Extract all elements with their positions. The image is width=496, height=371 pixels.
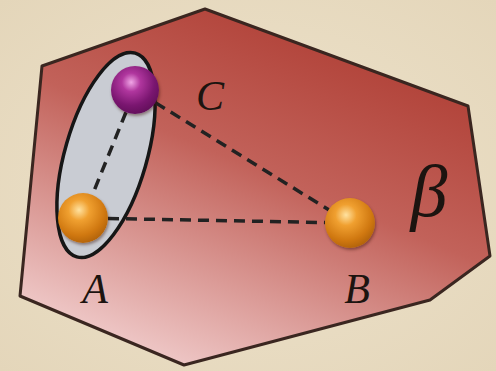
particle-ball: C: [111, 66, 159, 114]
particle-ball: B: [325, 198, 375, 248]
region-label: β: [396, 152, 462, 230]
dashed-bond: [92, 112, 126, 195]
particle-label: C: [190, 73, 230, 119]
particle-label: A: [75, 266, 115, 312]
region-polygon-shape: [20, 9, 490, 365]
particle-ball: A: [58, 193, 108, 243]
particle-label: B: [337, 266, 377, 312]
